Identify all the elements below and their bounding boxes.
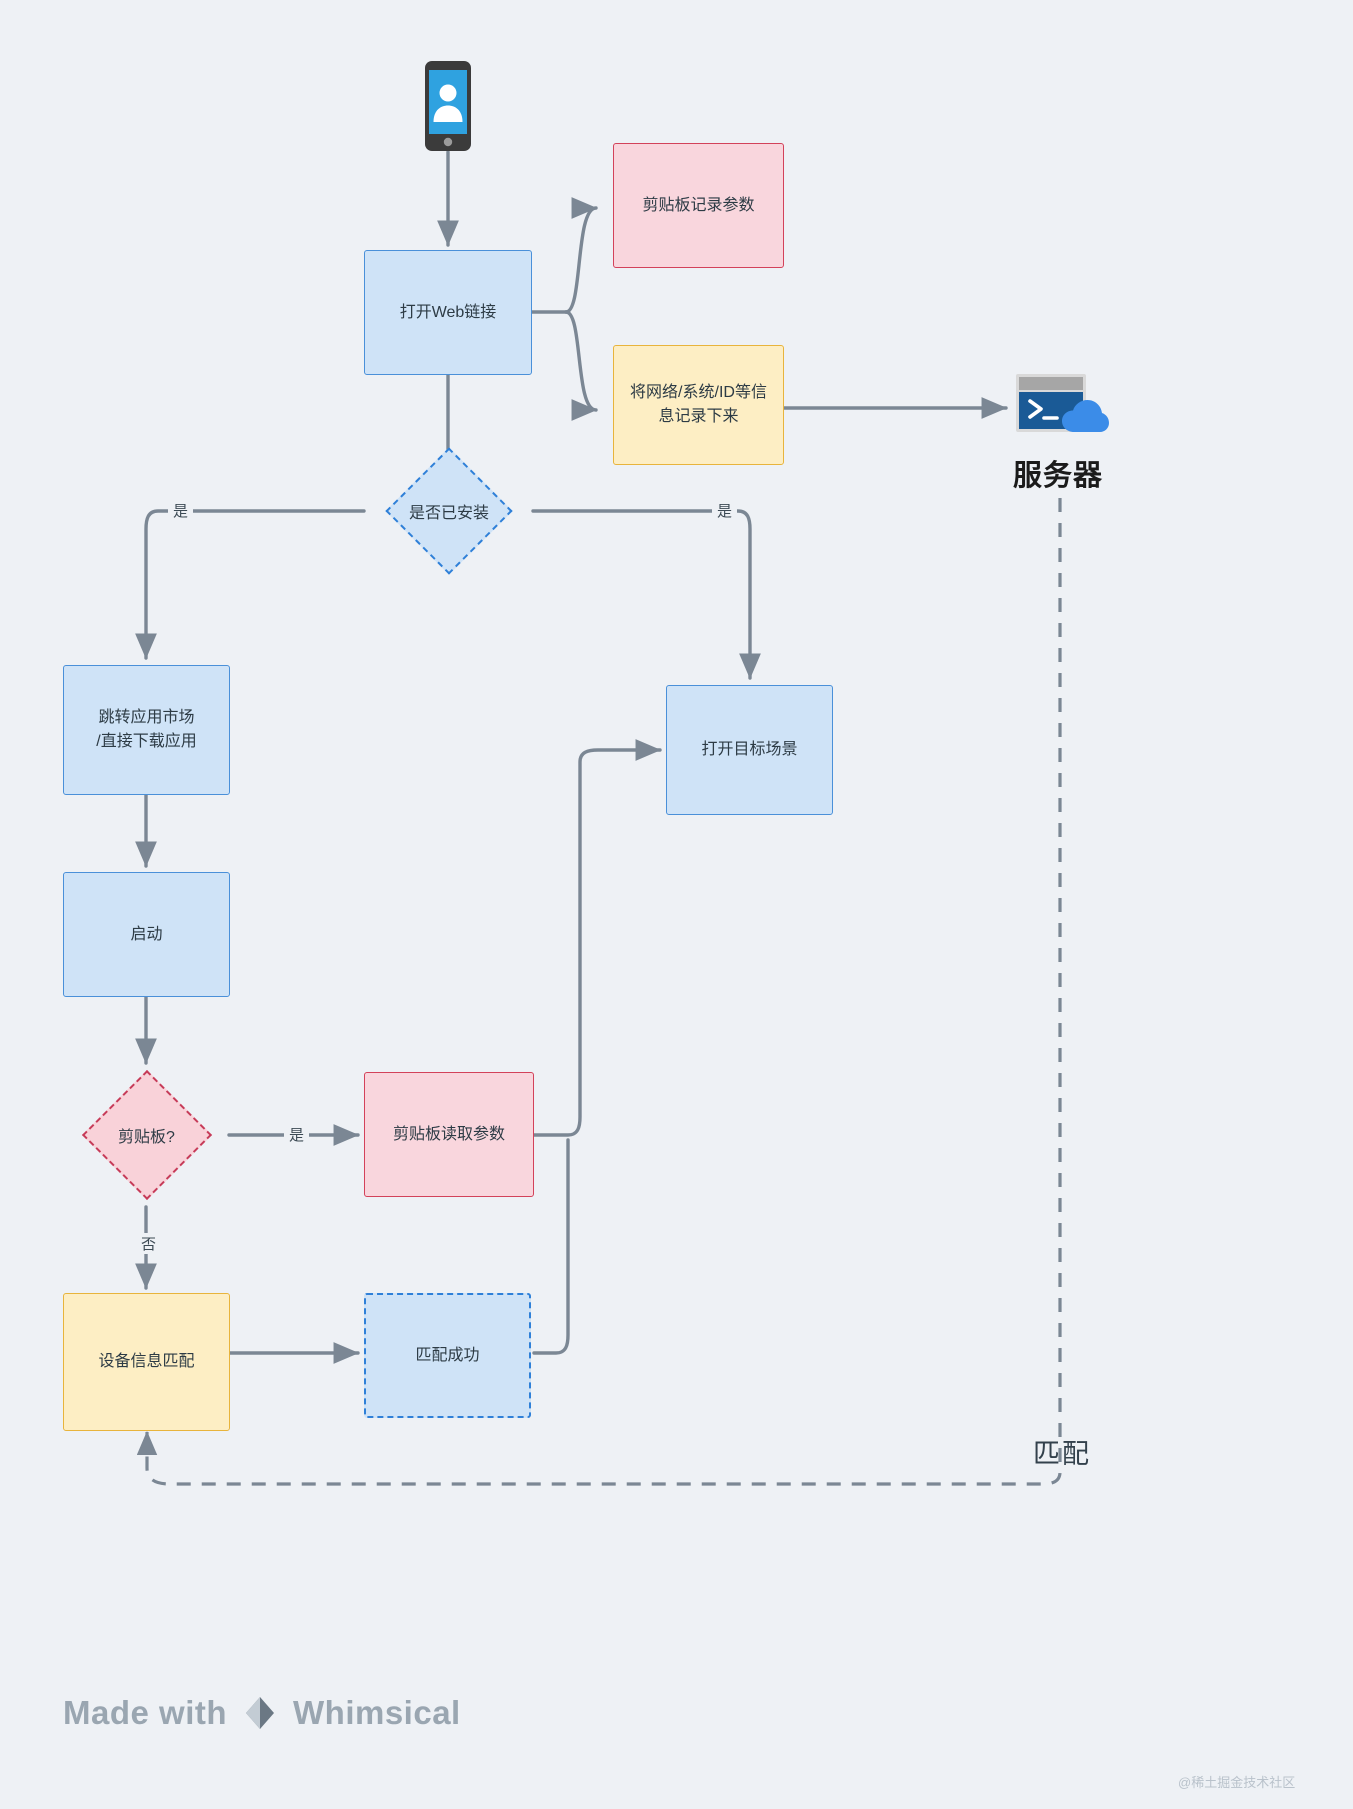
mobile-phone-user-icon [424,60,472,152]
edge-label-installed-yes-right: 是 [712,500,738,521]
whimsical-brand-text: Whimsical [293,1694,461,1731]
node-match-success[interactable]: 匹配成功 [364,1293,531,1418]
edge-label-clipboard-yes: 是 [284,1124,310,1145]
made-with-text: Made with [63,1694,228,1731]
node-clipboard-record[interactable]: 剪贴板记录参数 [613,143,784,268]
node-open-target-scene-label: 打开目标场景 [701,741,798,758]
credit-watermark: @稀土掘金技术社区 [1178,1775,1296,1790]
node-installed-decision[interactable]: 是否已安装 [364,447,534,575]
node-record-info-label: 将网络/系统/ID等信 息记录下来 [630,384,767,425]
server-caption: 服务器 [1013,460,1104,492]
node-record-info[interactable]: 将网络/系统/ID等信 息记录下来 [613,345,784,465]
made-with-whimsical: Made with Whimsical [63,1694,461,1732]
node-clipboard-decision-label: 剪贴板? [118,1129,175,1146]
node-clipboard-read-label: 剪贴板读取参数 [392,1125,505,1143]
node-launch-label: 启动 [130,925,163,943]
edge-label-clipboard-no: 否 [136,1233,162,1254]
node-clipboard-decision[interactable]: 剪贴板? [63,1069,230,1201]
node-device-match-label: 设备信息匹配 [98,1353,195,1370]
server-terminal-cloud-icon [1014,370,1110,444]
edge-label-installed-yes-left: 是 [168,500,194,521]
node-goto-store[interactable]: 跳转应用市场 /直接下载应用 [63,665,230,795]
node-installed-decision-label: 是否已安装 [408,505,489,522]
node-clipboard-record-label: 剪贴板记录参数 [642,196,755,214]
node-match-success-label: 匹配成功 [415,1346,480,1364]
node-launch[interactable]: 启动 [63,872,230,997]
edge-label-match-loop: 匹配 [1033,1439,1091,1469]
whimsical-logo-icon [241,1694,279,1732]
node-open-web-link-label: 打开Web链接 [399,303,497,321]
node-goto-store-label: 跳转应用市场 /直接下载应用 [96,709,197,750]
node-open-target-scene[interactable]: 打开目标场景 [666,685,833,815]
node-open-web-link[interactable]: 打开Web链接 [364,250,532,375]
node-clipboard-read[interactable]: 剪贴板读取参数 [364,1072,534,1197]
node-device-match[interactable]: 设备信息匹配 [63,1293,230,1431]
